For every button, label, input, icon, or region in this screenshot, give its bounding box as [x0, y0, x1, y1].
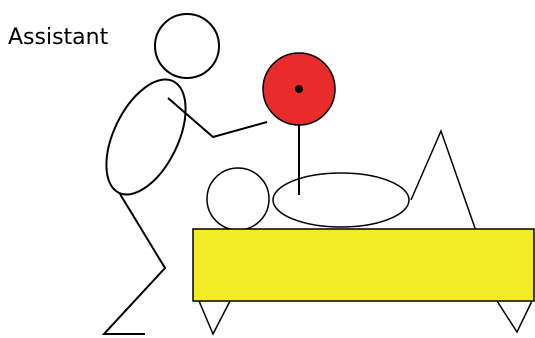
assistant-head — [155, 14, 219, 78]
table — [193, 229, 534, 334]
table-leg-right — [497, 301, 532, 332]
assistant-label: Assistant — [8, 24, 108, 52]
patient-body — [273, 173, 409, 227]
assistant-leg — [104, 194, 165, 334]
table-leg-left — [199, 301, 230, 334]
table-top — [193, 229, 534, 301]
patient-figure — [207, 131, 476, 231]
assistant-torso — [90, 67, 202, 207]
patient-legs — [411, 131, 476, 231]
patient-head — [207, 168, 269, 230]
target-center-dot — [295, 85, 303, 93]
